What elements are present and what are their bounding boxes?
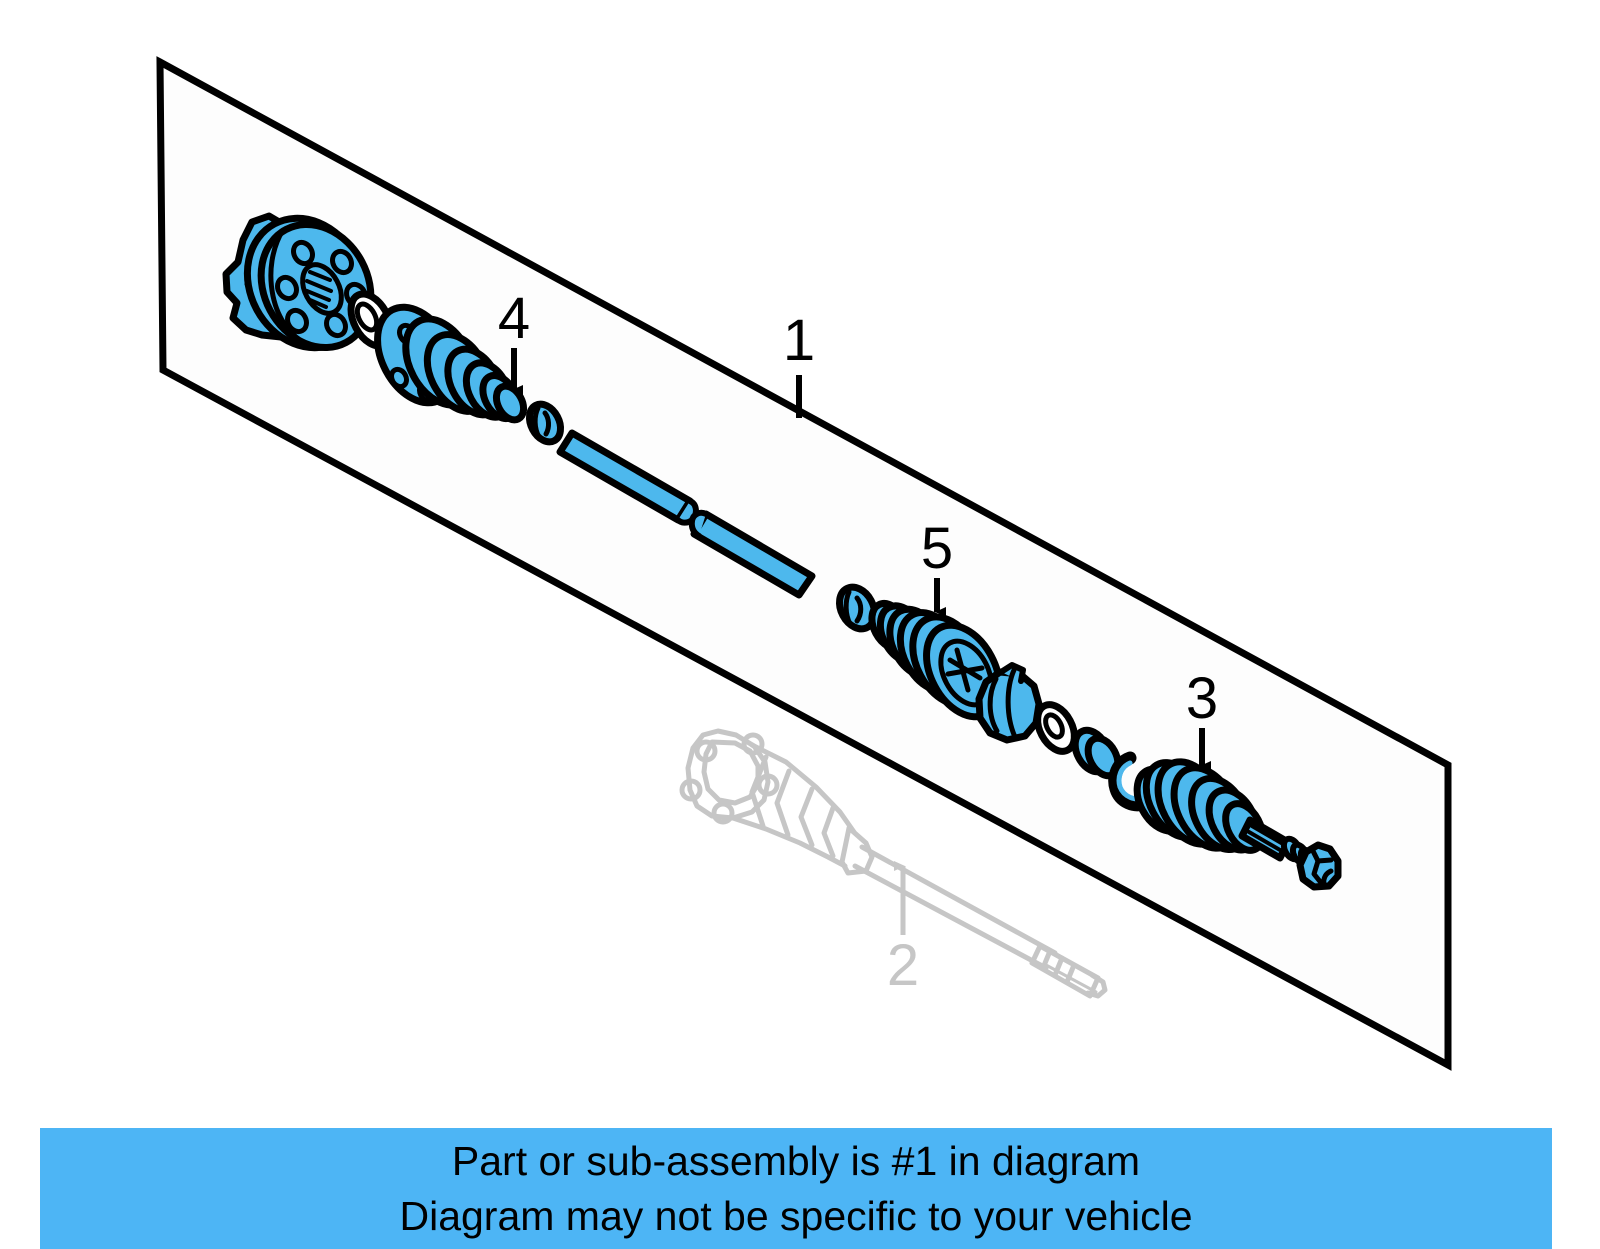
- caption-line-2: Diagram may not be specific to your vehi…: [399, 1192, 1193, 1239]
- caption-line-1: Part or sub-assembly is #1 in diagram: [451, 1137, 1141, 1184]
- axle-shaft-tube-lower: [688, 509, 816, 599]
- callout-2-label: 2: [887, 933, 919, 998]
- callout-1-label: 1: [783, 308, 815, 373]
- shaft-end-nut: [1296, 841, 1342, 891]
- thrust-washer: [1034, 701, 1078, 755]
- highlighted-parts-group: [222, 212, 1342, 891]
- cv-joint-housing-cap: [975, 662, 1043, 744]
- boot-clamp-small: [525, 400, 565, 446]
- callout-3-label: 3: [1186, 666, 1218, 731]
- inner-cv-joint-boot: [374, 303, 528, 424]
- outer-cv-joint-boot: [1133, 758, 1266, 854]
- callout-4-label: 4: [498, 286, 530, 351]
- caption-banner: Part or sub-assembly is #1 in diagram Di…: [40, 1128, 1552, 1249]
- ghost-axle-shaft-assembly: [679, 728, 1108, 999]
- cv-joint-flange: [243, 214, 375, 352]
- assembly-frame-parallelogram: [156, 56, 1452, 1071]
- callout-5-label: 5: [921, 516, 953, 581]
- intermediate-cv-boot: [868, 600, 1003, 721]
- boot-clamp-inner: [835, 583, 879, 633]
